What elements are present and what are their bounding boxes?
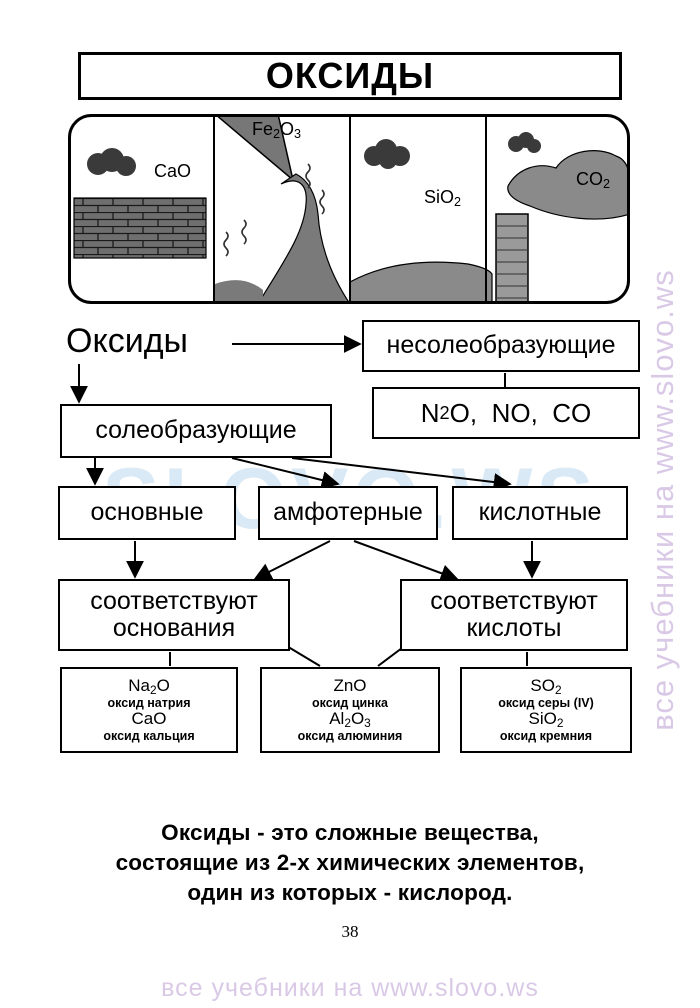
arrow-to-acidic	[291, 457, 512, 492]
definition-line-3: один из которых - кислород.	[187, 879, 513, 905]
smoke-cloud-icon	[507, 150, 629, 220]
basic-oxides-box: основные	[58, 486, 236, 540]
acidic-examples-box: SO2 оксид серы (IV) SiO2 оксид кремния	[460, 667, 632, 753]
arrow-to-amphoteric	[231, 457, 340, 489]
brick-wall-icon	[73, 197, 207, 259]
basic-examples-box: Na2O оксид натрия CaO оксид кальция	[60, 667, 238, 753]
formula-cao: CaO	[154, 161, 192, 181]
illustration-svg	[68, 114, 630, 304]
acidic-oxides-box: кислотные	[452, 486, 628, 540]
definition-line-1: Оксиды - это сложные вещества,	[161, 820, 539, 845]
arrow-amph-to-acids	[353, 540, 459, 582]
crucible-icon	[212, 115, 295, 183]
amphoteric-oxides-box: амфотерные	[258, 486, 438, 540]
footer-watermark: все учебники на www.slovo.ws	[161, 974, 539, 1002]
sand-hill-icon	[349, 261, 493, 303]
arrow-amph-to-bases	[253, 540, 331, 580]
root-label: Оксиды	[66, 322, 188, 360]
definition-text: Оксиды - это сложные вещества, состоящие…	[30, 818, 670, 908]
formula-co2: CO2	[576, 169, 611, 192]
salt-forming-box: солеобразующие	[60, 404, 332, 458]
page-title: ОКСИДЫ	[78, 52, 622, 100]
page-number: 38	[341, 922, 359, 941]
definition-line-2: состоящие из 2-х химических элементов,	[115, 849, 585, 875]
chimney-icon	[495, 213, 529, 303]
amphoteric-examples-box: ZnO оксид цинка Al2O3 оксид алюминия	[260, 667, 440, 753]
formula-sio2: SiO2	[424, 187, 462, 210]
non-salt-forming-box: несолеобразующие	[362, 320, 640, 372]
illustration-strip: CaO Fe2O3 SiO2 CO2	[68, 114, 630, 304]
formula-fe2o3: Fe2O3	[252, 119, 302, 142]
molten-metal-icon	[256, 173, 352, 303]
